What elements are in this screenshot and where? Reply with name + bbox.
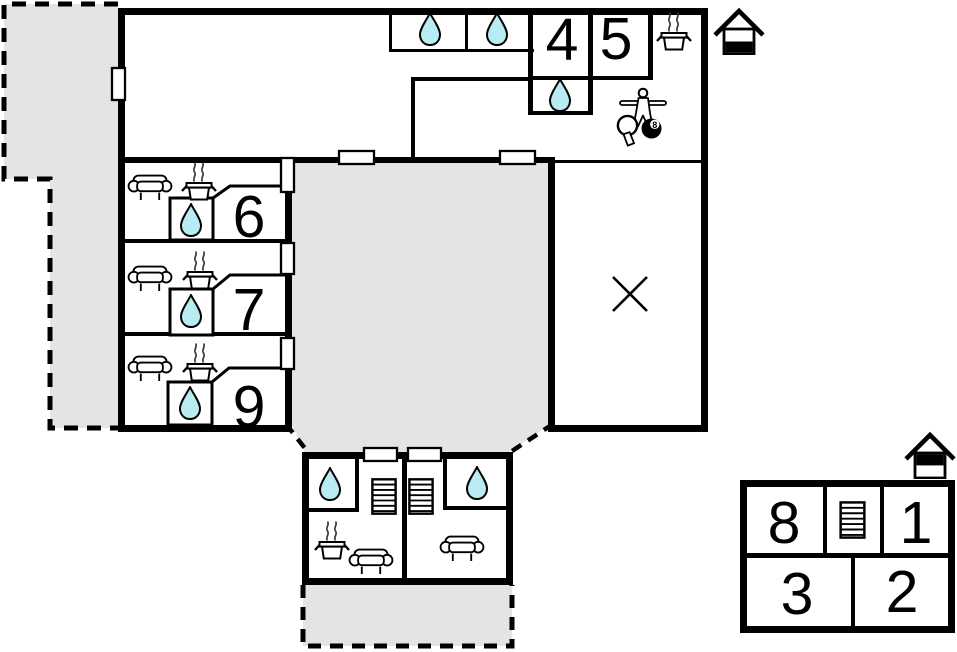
table-tennis-paddle-icon — [616, 114, 639, 147]
eight-ball-circle — [650, 119, 660, 129]
foosball-player-icon — [619, 87, 667, 128]
stairs-icon — [371, 478, 397, 515]
water-drop-icon — [486, 12, 508, 46]
bathroom-entry-walls — [211, 184, 285, 384]
courtyard-dashed-edge-right — [507, 422, 555, 455]
bottom-terrace — [300, 585, 515, 649]
water-drop-icon — [466, 466, 488, 500]
sofa-icon — [439, 535, 485, 562]
billiard-eight-ball-icon: 8 — [641, 118, 662, 139]
eight-ball-number: 8 — [652, 120, 657, 130]
stairs-icon — [408, 478, 434, 515]
sofa-icon — [127, 265, 173, 292]
room-number-1: 1 — [900, 490, 933, 556]
left-terrace-area — [4, 4, 118, 428]
door-courtyard-top-right — [498, 149, 537, 166]
water-drop-icon — [319, 467, 341, 501]
courtyard-terrace — [284, 160, 555, 455]
room-number-4: 4 — [546, 7, 579, 73]
water-drop-icon — [549, 78, 571, 112]
door-guest-house-right — [406, 446, 443, 463]
room-number-2: 2 — [886, 559, 919, 625]
door-guest-house-left — [362, 446, 399, 463]
game-area-icons: 8 — [616, 87, 667, 147]
window-left-wall — [110, 66, 127, 102]
door-room9 — [279, 336, 296, 371]
upper-floor-house-icon — [906, 435, 954, 478]
annex-building-walls — [740, 480, 955, 633]
bottom-terrace-area — [303, 585, 512, 646]
stove-icon — [182, 342, 218, 382]
foosball-head — [637, 87, 649, 99]
paddle-handle — [622, 131, 636, 147]
door-courtyard-top-left — [337, 149, 376, 166]
door-room6 — [279, 156, 296, 194]
water-drop-icon — [419, 12, 441, 46]
room-number-6: 6 — [233, 184, 266, 250]
sofa-icon — [348, 548, 394, 575]
door-room7 — [279, 241, 296, 276]
left-terrace — [1, 1, 118, 431]
stove-icon — [182, 250, 218, 290]
left-terrace-dashed-border — [1, 1, 118, 431]
room-number-3: 3 — [781, 561, 814, 627]
room-number-9: 9 — [233, 374, 266, 440]
room-number-7: 7 — [233, 277, 266, 343]
stove-icon — [656, 11, 692, 51]
sofa-icon — [127, 355, 173, 382]
ground-floor-house-icon — [715, 11, 763, 54]
stove-icon — [314, 520, 350, 560]
room-number-8: 8 — [768, 490, 801, 556]
bottom-terrace-dashed-border — [300, 585, 515, 649]
guest-house-walls — [302, 452, 513, 585]
crossed-area-marker — [612, 276, 648, 312]
sofa-icon — [127, 174, 173, 201]
stove-icon — [181, 161, 217, 201]
room-number-5: 5 — [600, 6, 633, 72]
courtyard-terrace-area — [292, 160, 548, 452]
stairs-icon — [839, 501, 866, 539]
